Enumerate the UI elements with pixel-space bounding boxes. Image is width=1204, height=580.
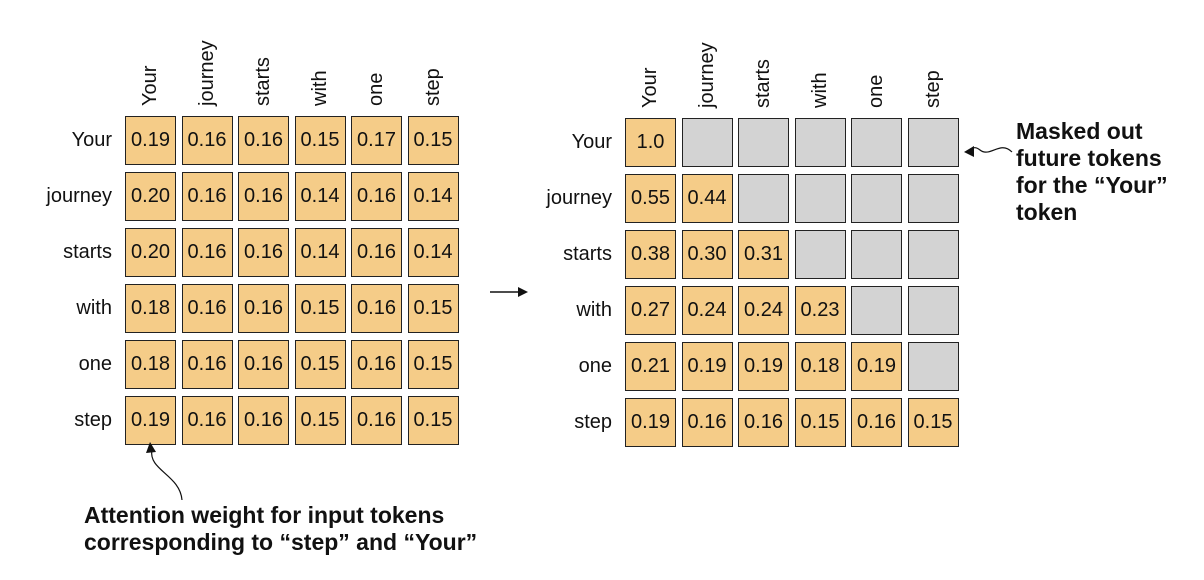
- left-cell: 0.16: [181, 396, 233, 445]
- left-row-label-starts: starts: [63, 241, 112, 263]
- left-cell: 0.15: [407, 340, 459, 389]
- left-cell: 0.15: [294, 284, 346, 333]
- left-cell: 0.16: [181, 228, 233, 277]
- right-cell: 0.38: [625, 230, 676, 279]
- right-cell: 0.19: [625, 398, 676, 447]
- left-row-label-one: one: [78, 353, 112, 375]
- right-masked-cell: [851, 118, 902, 167]
- left-cell: 0.16: [351, 396, 402, 445]
- right-cell: 0.24: [738, 286, 789, 335]
- right-cell: 0.21: [625, 342, 676, 391]
- left-cell: 0.15: [407, 116, 459, 165]
- left-row-label-journey: journey: [46, 185, 112, 207]
- right-callout-line2: future tokens: [1016, 145, 1162, 171]
- right-cell: 0.23: [794, 286, 846, 335]
- right-cell: 0.30: [681, 230, 733, 279]
- right-row-label-Your: Your: [571, 131, 612, 153]
- right-cell: 0.19: [681, 342, 733, 391]
- right-callout-line3: for the “Your”: [1016, 172, 1168, 198]
- right-cell: 0.19: [738, 342, 789, 391]
- left-cell: 0.14: [294, 172, 346, 221]
- right-cell: 0.19: [851, 342, 902, 391]
- left-row-label-Your: Your: [71, 129, 112, 151]
- left-cell: 0.20: [125, 228, 176, 277]
- right-row-label-starts: starts: [563, 243, 612, 265]
- right-row-label-one: one: [578, 355, 612, 377]
- left-cell: 0.18: [125, 340, 176, 389]
- left-cell: 0.16: [238, 396, 289, 445]
- right-masked-cell: [794, 174, 846, 223]
- right-masked-cell: [851, 174, 902, 223]
- right-cell: 0.55: [625, 174, 676, 223]
- left-cell: 0.15: [407, 284, 459, 333]
- right-cell: 0.16: [681, 398, 733, 447]
- left-cell: 0.16: [351, 228, 402, 277]
- right-row-label-with: with: [576, 299, 612, 321]
- right-masked-cell: [907, 342, 959, 391]
- right-callout-line1: Masked out: [1016, 118, 1143, 144]
- right-cell: 0.18: [794, 342, 846, 391]
- right-masked-cell: [907, 286, 959, 335]
- left-cell: 0.16: [181, 116, 233, 165]
- left-cell: 0.16: [238, 172, 289, 221]
- left-cell: 0.16: [238, 340, 289, 389]
- left-cell: 0.16: [351, 284, 402, 333]
- left-cell: 0.14: [407, 172, 459, 221]
- right-masked-cell: [738, 174, 789, 223]
- left-cell: 0.16: [238, 116, 289, 165]
- left-cell: 0.19: [125, 116, 176, 165]
- left-cell: 0.16: [181, 340, 233, 389]
- right-masked-cell: [794, 118, 846, 167]
- right-masked-cell: [907, 230, 959, 279]
- right-cell: 0.16: [851, 398, 902, 447]
- left-cell: 0.15: [294, 116, 346, 165]
- bottom-callout-pointer: [146, 442, 183, 501]
- right-masked-cell: [907, 118, 959, 167]
- left-cell: 0.17: [351, 116, 402, 165]
- right-masked-cell: [681, 118, 733, 167]
- right-cell: 0.31: [738, 230, 789, 279]
- left-cell: 0.20: [125, 172, 176, 221]
- right-cell: 0.27: [625, 286, 676, 335]
- right-masked-cell: [851, 286, 902, 335]
- left-cell: 0.15: [294, 396, 346, 445]
- left-cell: 0.15: [294, 340, 346, 389]
- right-cell: 0.44: [681, 174, 733, 223]
- bottom-callout: Attention weight for input tokens corres…: [84, 502, 477, 556]
- left-cell: 0.16: [351, 172, 402, 221]
- left-row-label-step: step: [74, 409, 112, 431]
- left-cell: 0.19: [125, 396, 176, 445]
- right-masked-cell: [738, 118, 789, 167]
- right-masked-cell: [851, 230, 902, 279]
- right-row-label-step: step: [574, 411, 612, 433]
- right-cell: 0.15: [907, 398, 959, 447]
- right-masked-cell: [907, 174, 959, 223]
- bottom-callout-line2: corresponding to “step” and “Your”: [84, 529, 478, 555]
- right-callout-line4: token: [1016, 199, 1078, 225]
- right-masked-cell: [794, 230, 846, 279]
- right-callout-pointer: [964, 146, 1013, 157]
- right-row-label-journey: journey: [546, 187, 612, 209]
- right-cell: 0.16: [738, 398, 789, 447]
- left-cell: 0.14: [407, 228, 459, 277]
- left-cell: 0.14: [294, 228, 346, 277]
- left-cell: 0.18: [125, 284, 176, 333]
- left-row-label-with: with: [76, 297, 112, 319]
- right-cell: 0.15: [794, 398, 846, 447]
- left-cell: 0.16: [181, 172, 233, 221]
- right-cell: 0.24: [681, 286, 733, 335]
- bottom-callout-line1: Attention weight for input tokens: [84, 502, 445, 528]
- left-cell: 0.16: [238, 284, 289, 333]
- left-cell: 0.16: [238, 228, 289, 277]
- left-cell: 0.16: [351, 340, 402, 389]
- left-cell: 0.16: [181, 284, 233, 333]
- transform-arrow: [490, 287, 528, 297]
- right-cell: 1.0: [625, 118, 676, 167]
- left-cell: 0.15: [407, 396, 459, 445]
- right-callout: Masked out future tokens for the “Your” …: [1016, 118, 1168, 226]
